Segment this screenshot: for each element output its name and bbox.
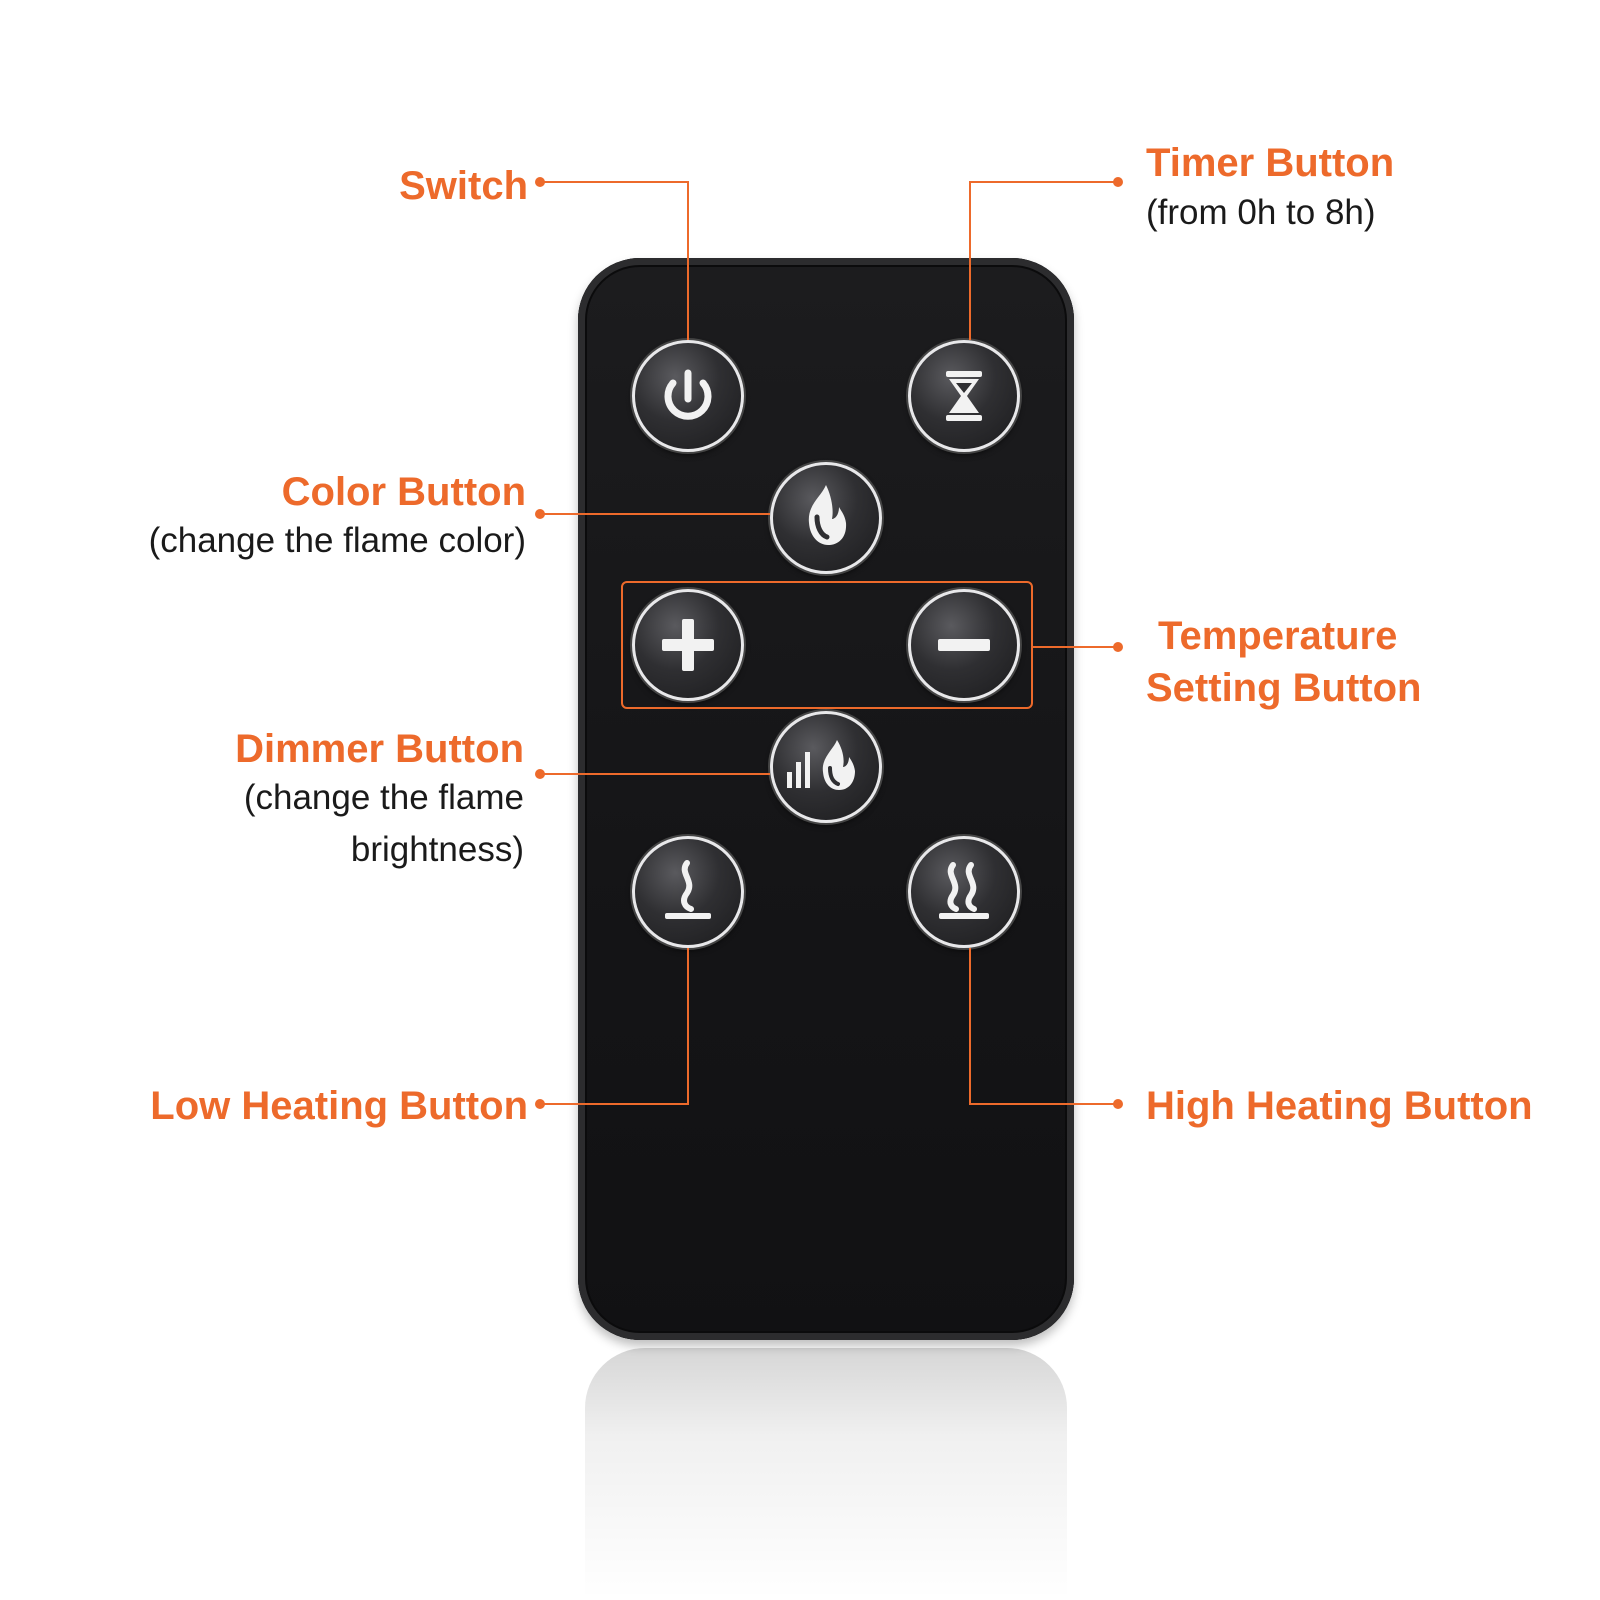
brightness-flame-icon [787, 740, 855, 790]
high-heat-label: High Heating Button [1146, 1084, 1533, 1128]
remote-reflection [585, 1348, 1067, 1600]
plus-icon [662, 619, 714, 671]
color-sublabel: (change the flame color) [148, 521, 526, 560]
power-button[interactable] [632, 340, 744, 452]
color-callout-dot [535, 509, 545, 519]
temperature-up-button[interactable] [632, 589, 744, 701]
switch-callout-line [540, 181, 689, 340]
low-heat-callout-line [540, 948, 689, 1105]
dimmer-button[interactable] [770, 711, 882, 823]
temperature-down-button[interactable] [908, 589, 1020, 701]
flame-icon [808, 485, 847, 545]
switch-label: Switch [399, 164, 528, 208]
temperature-label-line1: Temperature [1158, 614, 1398, 658]
color-button[interactable] [770, 462, 882, 574]
temperature-label-line2: Setting Button [1146, 666, 1422, 710]
low-heat-button[interactable] [632, 836, 744, 948]
temperature-highlight-frame [621, 581, 1033, 709]
timer-label: Timer Button [1146, 141, 1395, 185]
single-heat-wave-icon [665, 860, 711, 919]
dimmer-label: Dimmer Button [235, 727, 524, 771]
dimmer-sublabel-line2: brightness) [350, 830, 524, 869]
low-heat-label: Low Heating Button [150, 1084, 528, 1128]
dimmer-callout-dot [535, 769, 545, 779]
high-heat-callout-dot [1113, 1099, 1123, 1109]
dimmer-sublabel-line1: (change the flame [243, 778, 524, 817]
switch-callout-dot [535, 177, 545, 187]
power-icon [664, 369, 712, 420]
timer-sublabel: (from 0h to 8h) [1146, 193, 1376, 232]
high-heat-callout-line [969, 948, 1118, 1105]
timer-callout-dot [1113, 177, 1123, 187]
temperature-callout-dot [1113, 642, 1123, 652]
double-heat-wave-icon [939, 862, 989, 919]
timer-button[interactable] [908, 340, 1020, 452]
hourglass-icon [946, 371, 982, 421]
low-heat-callout-dot [535, 1099, 545, 1109]
minus-icon [938, 639, 990, 651]
timer-callout-line [969, 181, 1118, 340]
color-label: Color Button [281, 470, 526, 514]
high-heat-button[interactable] [908, 836, 1020, 948]
